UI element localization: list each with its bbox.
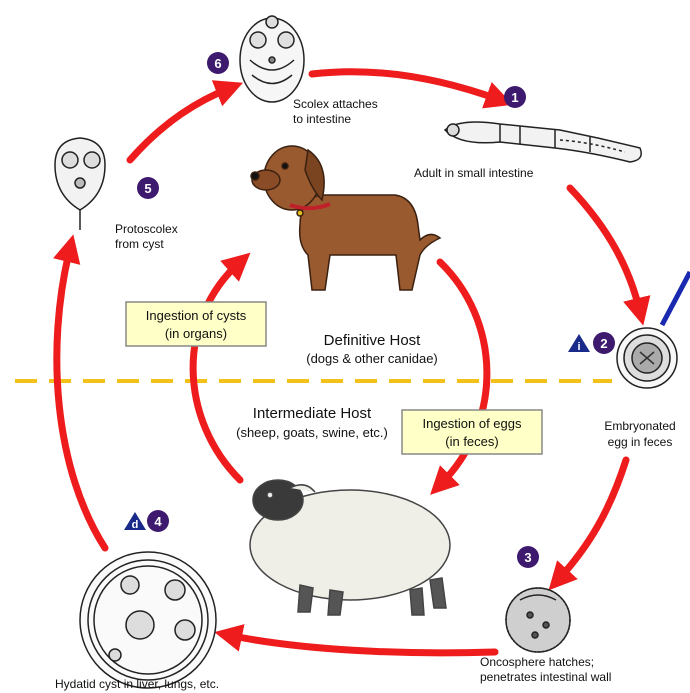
edge-line bbox=[662, 272, 690, 325]
definitive-host-title: Definitive Host bbox=[324, 332, 422, 349]
svg-text:2: 2 bbox=[600, 336, 607, 351]
stage-5-label-2: from cyst bbox=[115, 237, 164, 251]
stage-6-label-2: to intestine bbox=[293, 112, 351, 126]
arrow-3-to-4 bbox=[228, 635, 495, 653]
box-ingestion-cysts: Ingestion of cysts (in organs) bbox=[126, 302, 266, 346]
stage-6-label: Scolex attaches bbox=[293, 97, 378, 111]
arrow-5-to-6 bbox=[130, 88, 230, 160]
sheep-icon bbox=[250, 480, 450, 615]
stage-1-label: Adult in small intestine bbox=[414, 166, 534, 180]
arrow-cysts-to-dog bbox=[193, 262, 240, 480]
svg-text:3: 3 bbox=[524, 550, 531, 565]
arrow-6-to-1 bbox=[312, 72, 500, 100]
stage-2-label-2: egg in feces bbox=[608, 435, 673, 449]
stage-6-number: 6 bbox=[207, 52, 229, 74]
egg-icon bbox=[617, 328, 677, 388]
arrow-1-to-2 bbox=[570, 188, 640, 312]
hydatid-cyst-icon bbox=[80, 552, 216, 688]
svg-text:4: 4 bbox=[154, 514, 162, 529]
svg-text:6: 6 bbox=[214, 56, 221, 71]
oncosphere-icon bbox=[506, 588, 570, 652]
scolex-icon bbox=[240, 16, 304, 102]
box-ingestion-eggs: Ingestion of eggs (in feces) bbox=[402, 410, 542, 454]
stage-3-label: Oncosphere hatches; bbox=[480, 655, 594, 669]
stage-4-label: Hydatid cyst in liver, lungs, etc. bbox=[55, 677, 219, 691]
stage-4-number: d 4 bbox=[124, 510, 169, 532]
svg-text:1: 1 bbox=[511, 90, 518, 105]
dog-icon bbox=[251, 146, 440, 290]
stage-2-number: i 2 bbox=[568, 332, 615, 354]
arrow-2-to-3 bbox=[558, 460, 626, 580]
stage-5-number: 5 bbox=[137, 177, 159, 199]
svg-text:5: 5 bbox=[144, 181, 151, 196]
intermediate-host-title: Intermediate Host bbox=[253, 405, 372, 422]
svg-text:d: d bbox=[132, 519, 139, 531]
stage-3-number: 3 bbox=[517, 546, 539, 568]
stage-3-label-2: penetrates intestinal wall bbox=[480, 670, 611, 684]
stage-1-number: 1 bbox=[504, 86, 526, 108]
definitive-host-subtitle: (dogs & other canidae) bbox=[306, 351, 438, 366]
svg-text:Ingestion of eggs: Ingestion of eggs bbox=[422, 416, 522, 431]
svg-text:i: i bbox=[577, 341, 580, 353]
stage-2-label: Embryonated bbox=[604, 419, 675, 433]
stage-5-label: Protoscolex bbox=[115, 222, 178, 236]
intermediate-host-subtitle: (sheep, goats, swine, etc.) bbox=[236, 425, 388, 440]
svg-text:Ingestion of cysts: Ingestion of cysts bbox=[146, 308, 247, 323]
arrow-4-to-5 bbox=[57, 248, 105, 548]
adult-worm-icon bbox=[445, 122, 641, 162]
svg-text:(in organs): (in organs) bbox=[165, 326, 227, 341]
protoscolex-icon bbox=[55, 138, 105, 230]
svg-text:(in feces): (in feces) bbox=[445, 434, 498, 449]
